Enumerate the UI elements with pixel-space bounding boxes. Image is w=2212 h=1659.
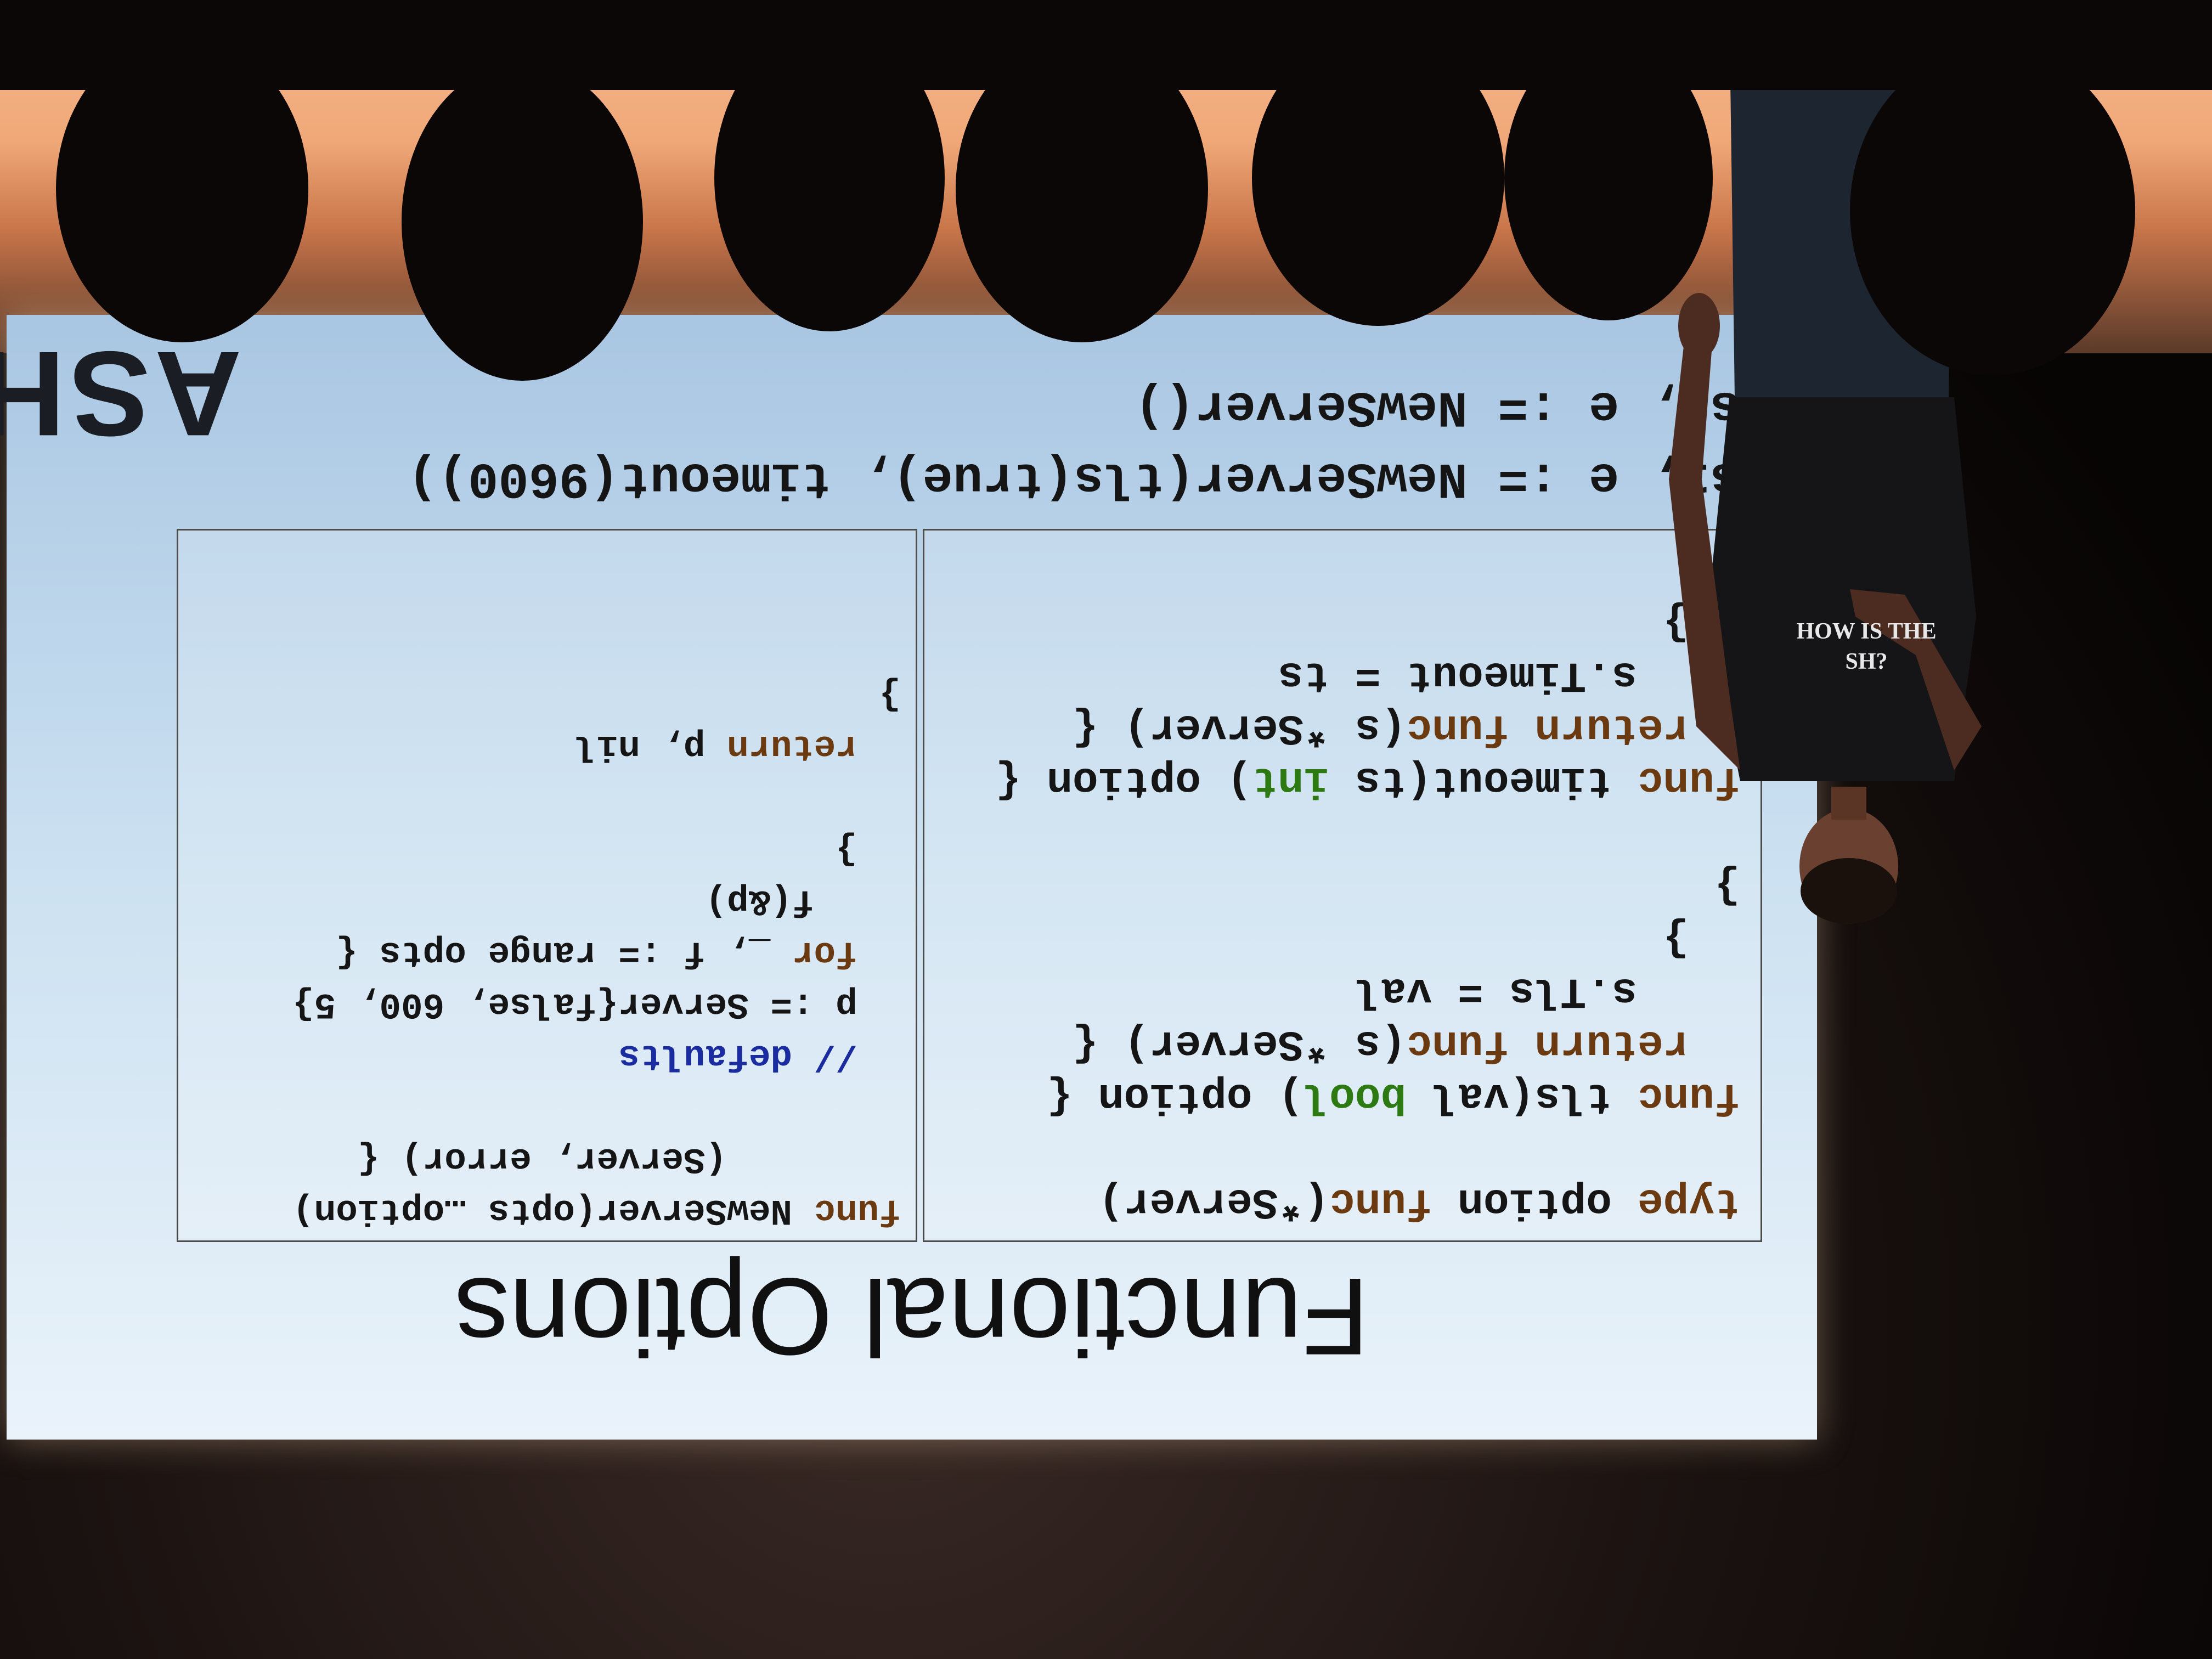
shirt-text-line2: SH? bbox=[1845, 649, 1887, 674]
shirt-text-line1: HOW IS THE bbox=[1796, 619, 1936, 644]
